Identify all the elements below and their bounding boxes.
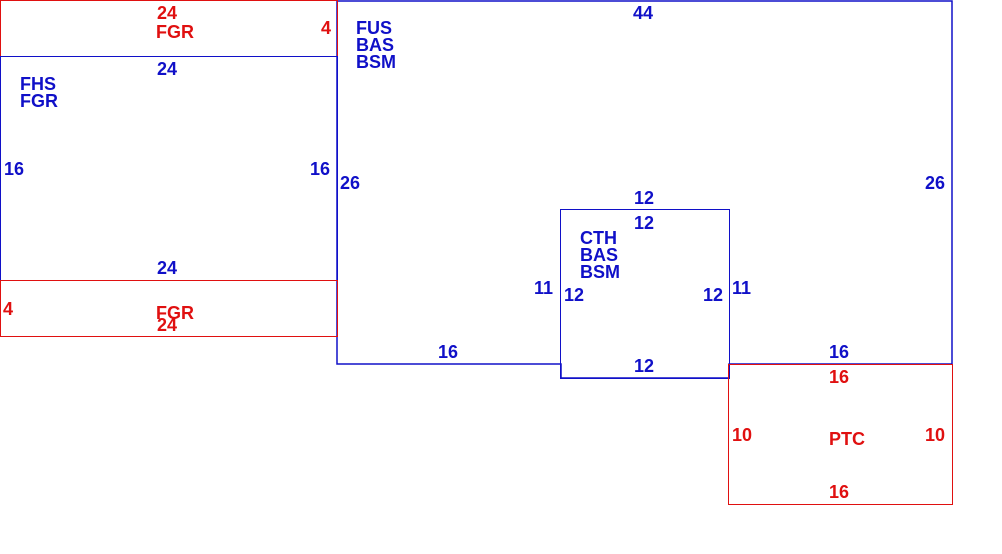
fus-dim-right: 26 <box>925 173 946 193</box>
ptc-code: PTC <box>829 429 865 449</box>
fus-dim-bottom-right: 16 <box>828 342 850 362</box>
ptc-dim-top: 16 <box>828 367 850 387</box>
fus-dim-top: 44 <box>632 3 654 23</box>
cth-dim-right: 12 <box>703 285 724 305</box>
fus-dim-notch-right: 11 <box>732 278 752 298</box>
cth-code-2: BAS <box>580 245 619 265</box>
fus-dim-notch-top: 12 <box>633 188 655 208</box>
fus-code-3: BSM <box>356 52 396 72</box>
fus-dim-left: 26 <box>340 173 361 193</box>
ptc-room <box>728 364 953 505</box>
fus-code-2: BAS <box>356 35 395 55</box>
fus-dim-notch-left: 11 <box>534 278 554 298</box>
fhs-dim-bottom: 24 <box>156 258 178 278</box>
cth-codes: CTH BAS BSM <box>580 228 620 282</box>
cth-dim-top: 12 <box>633 213 655 233</box>
fhs-dim-left: 16 <box>4 159 25 179</box>
fus-code-1: FUS <box>356 18 392 38</box>
fgr-top-code: FGR <box>156 22 194 42</box>
fgr-bottom-dim-left: 4 <box>3 299 14 319</box>
fgr-bottom-room <box>0 280 338 337</box>
fgr-bottom-code: FGR <box>156 303 194 323</box>
cth-code-1: CTH <box>580 228 617 248</box>
cth-dim-left: 12 <box>564 285 585 305</box>
fus-dim-bottom-left: 16 <box>437 342 459 362</box>
fgr-bottom-dim-bottom: 24 <box>156 315 178 335</box>
fhs-dim-right: 16 <box>310 159 331 179</box>
ptc-dim-right: 10 <box>925 425 946 445</box>
fhs-code-2: FGR <box>20 91 58 111</box>
cth-room <box>560 209 730 379</box>
fus-codes: FUS BAS BSM <box>356 18 396 72</box>
ptc-dim-left: 10 <box>732 425 753 445</box>
ptc-dim-bottom: 16 <box>828 482 850 502</box>
cth-code-3: BSM <box>580 262 620 282</box>
fhs-code-1: FHS <box>20 74 56 94</box>
fgr-top-dim-top: 24 <box>156 3 178 23</box>
cth-dim-bottom: 12 <box>633 356 655 376</box>
fhs-dim-top: 24 <box>156 59 178 79</box>
fgr-top-dim-right: 4 <box>321 18 332 38</box>
fhs-codes: FHS FGR <box>20 74 58 111</box>
